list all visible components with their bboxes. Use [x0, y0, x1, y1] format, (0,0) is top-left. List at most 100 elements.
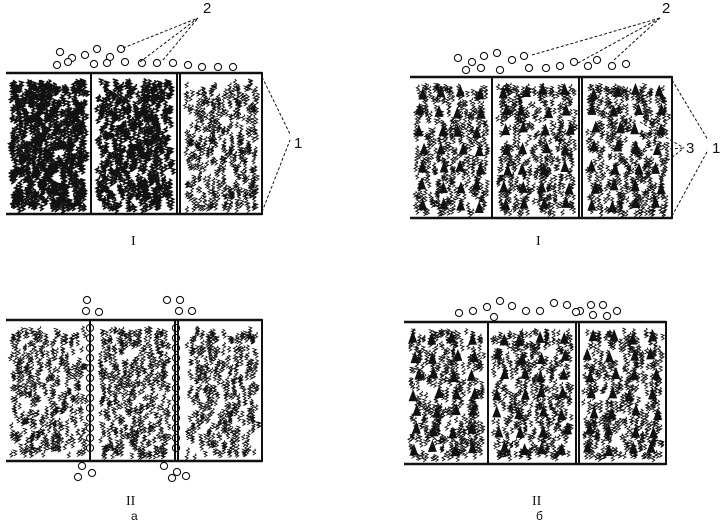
precipitate-triangle: [604, 423, 614, 436]
precipitate-triangle: [560, 143, 570, 156]
precipitate-triangle: [535, 330, 545, 343]
precipitate-triangle: [657, 103, 667, 116]
precipitate-triangle: [498, 86, 508, 99]
precipitate-triangle: [514, 407, 524, 420]
precipitate-triangle: [560, 348, 570, 361]
precipitate-triangle: [536, 384, 546, 397]
precipitate-triangle: [446, 330, 456, 343]
precipitate-triangle: [417, 160, 427, 173]
particle-circle: [524, 63, 534, 73]
precipitate-triangle: [456, 181, 466, 194]
precipitate-triangle: [631, 196, 641, 209]
callout-3: 3: [686, 140, 694, 157]
precipitate-triangle: [557, 408, 567, 421]
particle-circle: [489, 312, 499, 322]
precipitate-triangle: [427, 439, 437, 452]
precipitate-triangle: [631, 403, 641, 416]
precipitate-triangle: [412, 403, 422, 416]
cell-frame: [581, 76, 673, 219]
precipitate-triangle: [650, 195, 660, 208]
precipitate-triangle: [654, 84, 664, 97]
precipitate-triangle: [436, 85, 446, 98]
precipitate-triangle: [537, 180, 547, 193]
grain-texture: [7, 78, 91, 214]
precipitate-triangle: [646, 440, 656, 453]
callout-leader: [577, 17, 661, 64]
precipitate-triangle: [452, 106, 462, 119]
particle-circle: [562, 300, 572, 310]
precipitate-triangle: [535, 370, 545, 383]
precipitate-triangle: [656, 182, 666, 195]
callout-leader: [649, 147, 685, 151]
cell-frame: [90, 72, 178, 215]
precipitate-triangle: [456, 198, 466, 211]
precipitate-triangle: [474, 144, 484, 157]
precipitate-triangle: [630, 82, 640, 95]
precipitate-triangle: [448, 426, 458, 439]
particle-circle: [555, 61, 565, 71]
precipitate-triangle: [518, 142, 528, 155]
precipitate-triangle: [648, 329, 658, 342]
precipitate-triangle: [492, 405, 502, 418]
particle-circle: [187, 306, 197, 316]
precipitate-triangle: [653, 408, 663, 421]
precipitate-triangle: [415, 102, 425, 115]
particle-circle: [213, 62, 223, 72]
precipitate-triangle: [582, 347, 592, 360]
precipitate-triangle: [538, 425, 548, 438]
precipitate-triangle: [560, 82, 570, 95]
precipitate-triangle: [648, 387, 658, 400]
precipitate-triangle: [468, 403, 478, 416]
precipitate-triangle: [656, 122, 666, 135]
particle-circle: [598, 300, 608, 310]
particle-circle: [82, 295, 92, 305]
precipitate-triangle: [560, 159, 570, 172]
precipitate-triangle: [611, 366, 621, 379]
precipitate-triangle: [408, 389, 418, 402]
precipitate-triangle: [470, 350, 480, 363]
precipitate-triangle: [429, 366, 439, 379]
precipitate-triangle: [411, 421, 421, 434]
precipitate-triangle: [538, 404, 548, 417]
particle-circle: [476, 63, 486, 73]
particle-circle: [63, 57, 73, 67]
precipitate-triangle: [565, 122, 575, 135]
precipitate-triangle: [651, 367, 661, 380]
texture-layer: [7, 44, 672, 483]
precipitate-triangle: [587, 159, 597, 172]
precipitate-triangle: [500, 367, 510, 380]
particle-circle: [461, 65, 471, 75]
precipitate-triangle: [648, 426, 658, 439]
precipitate-triangle: [589, 87, 599, 100]
precipitate-triangle: [468, 332, 478, 345]
precipitate-triangle: [615, 121, 625, 134]
precipitate-triangle: [519, 196, 529, 209]
frame-layer: [6, 17, 709, 466]
precipitate-triangle: [439, 197, 449, 210]
precipitate-triangle: [518, 120, 528, 133]
precipitate-triangle: [652, 142, 662, 155]
precipitate-triangle: [589, 139, 599, 152]
precipitate-triangle: [540, 123, 550, 136]
precipitate-triangle: [434, 385, 444, 398]
precipitate-triangle: [586, 386, 596, 399]
precipitate-triangle: [539, 162, 549, 175]
precipitate-triangle: [646, 347, 656, 360]
particle-circle: [467, 57, 477, 67]
particle-circle: [592, 55, 602, 65]
precipitate-triangle: [589, 406, 599, 419]
precipitate-triangle: [520, 387, 530, 400]
precipitate-triangle: [608, 386, 618, 399]
particle-circle: [549, 298, 559, 308]
particle-circle: [583, 61, 593, 71]
particle-circle: [495, 65, 505, 75]
precipitate-triangle: [628, 332, 638, 345]
particle-circle: [621, 59, 631, 69]
particle-circle: [116, 44, 126, 54]
precipitate-triangle: [449, 370, 459, 383]
precipitate-triangle: [607, 199, 617, 212]
cell-frame: [578, 321, 667, 465]
callout-1-right: 1: [712, 140, 720, 157]
precipitate-triangle: [474, 200, 484, 213]
precipitate-triangle: [503, 163, 513, 176]
